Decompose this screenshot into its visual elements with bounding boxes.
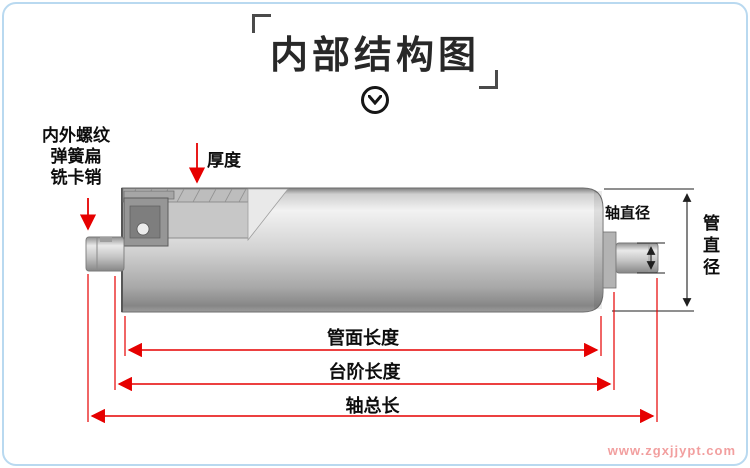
circle-chevron-down-icon <box>361 86 389 114</box>
title-corner-bracket-top-left <box>251 14 271 33</box>
title-block: 内部结构图 <box>251 14 499 89</box>
step-length-dimension <box>114 276 615 392</box>
shaft-diameter-dimension <box>637 242 665 274</box>
watermark-url: www.zgxjjypt.com <box>607 443 736 458</box>
right-shaft <box>602 231 659 289</box>
callout-line-2: 弹簧扁 <box>50 147 102 166</box>
left-shaft <box>85 236 125 272</box>
callout-line-3: 铣卡销 <box>50 168 102 187</box>
thickness-label: 厚度 <box>207 151 241 170</box>
tube-surface-length-label: 管面长度 <box>327 328 399 348</box>
tube-surface-length-dimension <box>124 316 602 358</box>
tube-diameter-dimension <box>604 188 694 312</box>
cutaway-section <box>122 188 289 247</box>
callout-line-1: 内外螺纹 <box>42 126 110 145</box>
left-callout-label: 内外螺纹 弹簧扁 铣卡销 <box>26 125 126 188</box>
title-corner-bracket-bottom-right <box>479 70 499 89</box>
tube-diameter-label: 管直径 <box>700 214 719 280</box>
shaft-total-length-label: 轴总长 <box>345 396 400 416</box>
step-length-label: 台阶长度 <box>328 362 401 382</box>
page-title: 内部结构图 <box>269 35 481 77</box>
shaft-diameter-label: 轴直径 <box>605 205 651 222</box>
shaft-total-length-dimension <box>87 274 658 424</box>
